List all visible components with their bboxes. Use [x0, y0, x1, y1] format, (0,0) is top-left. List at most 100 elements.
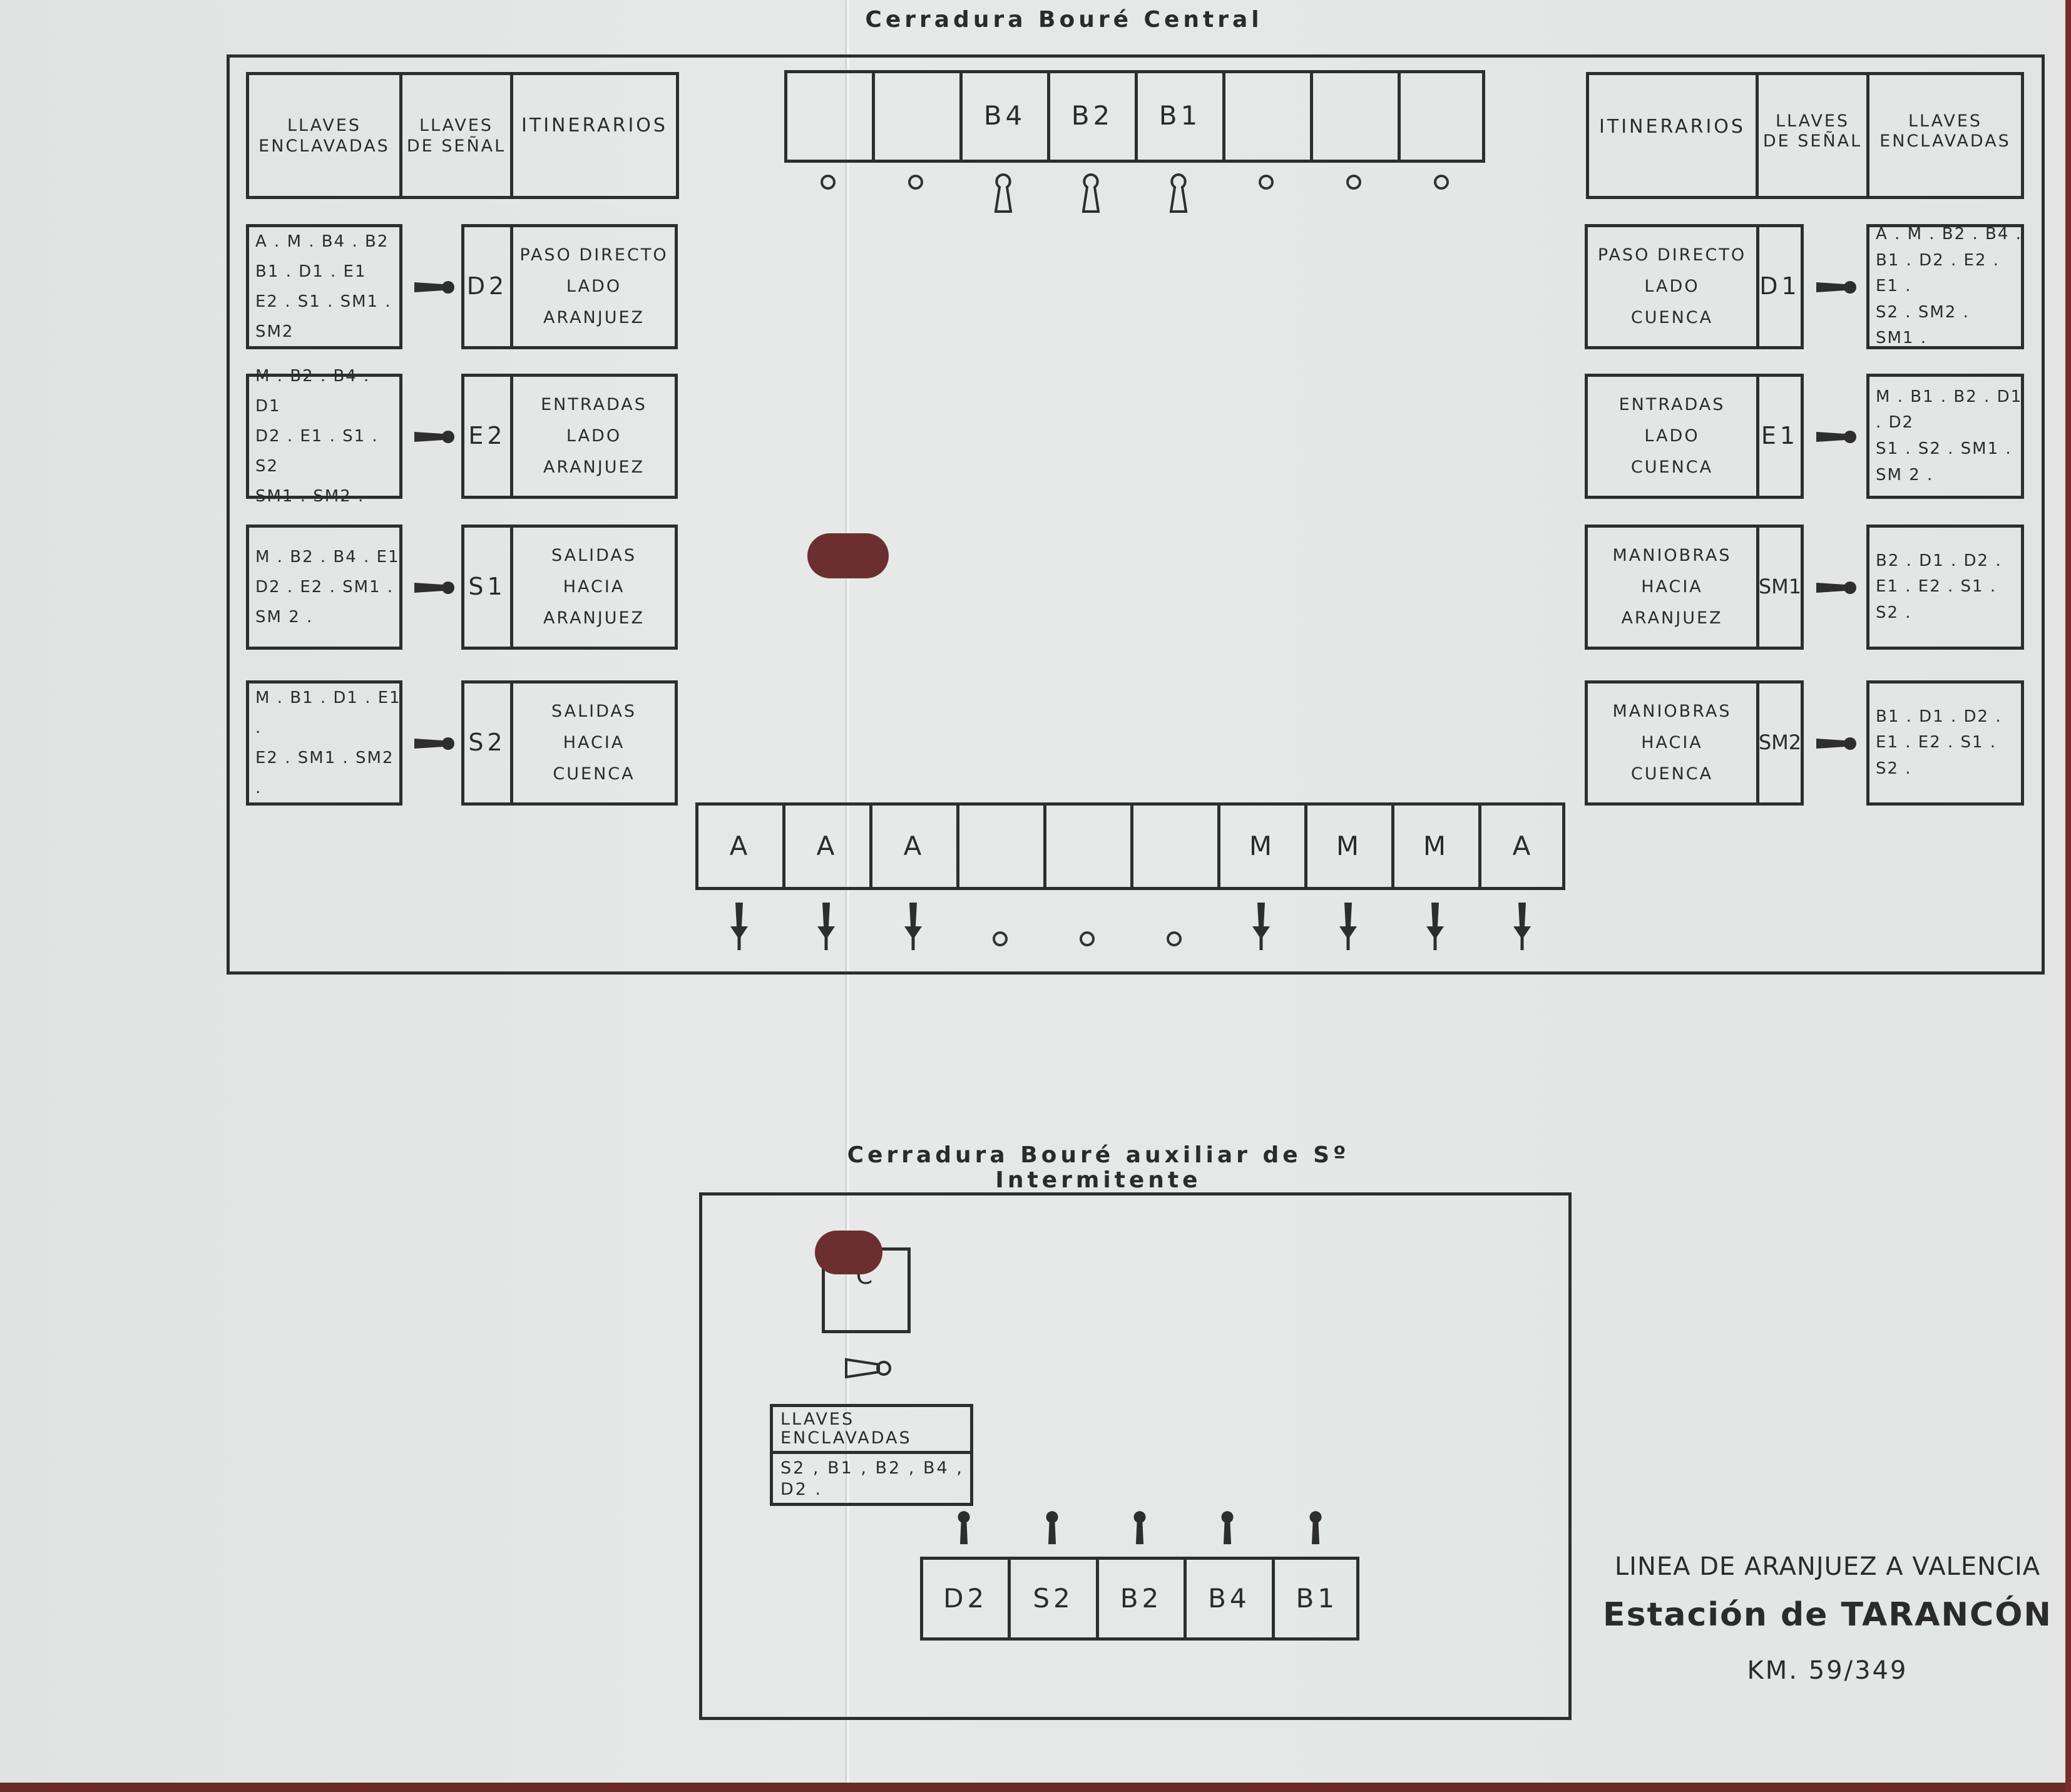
left-itinerary-divider	[510, 374, 513, 499]
top-slot-label	[1225, 73, 1310, 160]
left-itinerary-divider	[510, 224, 513, 349]
left-itinerary-box	[461, 374, 678, 499]
empty-slot-ring-icon	[1079, 931, 1095, 946]
right-itinerary-box	[1585, 680, 1804, 806]
empty-slot-ring-icon	[1434, 175, 1449, 190]
right-itinerary-box	[1585, 374, 1804, 499]
right-enclavadas-box	[1866, 525, 2024, 650]
right-signal-key-label: E1	[1761, 422, 1799, 450]
top-plate-divider	[872, 70, 875, 163]
left-signal-key-label: E2	[468, 422, 506, 450]
bottom-slot-label: M	[1249, 831, 1276, 861]
background-edge-right	[2065, 0, 2071, 1792]
right-itinerary-divider	[1756, 374, 1759, 499]
right-itinerary-box	[1585, 525, 1804, 650]
bottom-plate-divider	[1130, 802, 1133, 890]
bottom-slot-label: A	[903, 831, 926, 861]
top-plate-divider	[1310, 70, 1313, 163]
left-enclavadas-text: M . B2 . B4 . E1 D2 . E2 . SM1 . SM 2 .	[255, 547, 400, 627]
right-enclavadas-box	[1866, 224, 2024, 349]
keyhole-icon	[994, 173, 1013, 213]
left-enclavadas-text: M . B1 . D1 . E1 . E2 . SM1 . SM2 .	[255, 688, 401, 798]
top-plate-divider	[1222, 70, 1225, 163]
keyhole-icon	[1169, 173, 1188, 213]
auxiliar-lock-title: Cerradura Bouré auxiliar de Sº Intermite…	[847, 1142, 1350, 1193]
right-itinerary-label: MANIOBRAS HACIA ARANJUEZ	[1612, 546, 1732, 628]
aux-keyhole-icon	[958, 1511, 970, 1545]
top-plate-divider	[1398, 70, 1401, 163]
km-label: KM. 59/349	[1747, 1656, 1908, 1685]
left-itinerary-box	[461, 680, 678, 806]
right-enclavadas-text: B1 . D1 . D2 . E1 . E2 . S1 . S2 .	[1876, 707, 2002, 778]
aux-slot-label: B4	[1208, 1582, 1250, 1614]
right-enclavadas-text: A . M . B2 . B4 . B1 . D2 . E2 . E1 . S2…	[1876, 225, 2022, 348]
left-enclavadas-box	[246, 525, 402, 650]
top-slot-label	[787, 73, 872, 160]
auxiliar-enclavadas-table	[770, 1404, 973, 1506]
top-plate-divider	[1135, 70, 1138, 163]
c-key-icon	[845, 1358, 891, 1379]
inserted-key-icon	[1513, 903, 1531, 950]
aux-plate-divider	[1095, 1557, 1099, 1641]
right-enclavadas-box	[1866, 680, 2024, 806]
aux-keyhole-icon	[1133, 1511, 1146, 1545]
right-header-table	[1586, 72, 2024, 199]
bottom-plate-divider	[1478, 802, 1481, 890]
aux-keyhole-icon	[1046, 1511, 1058, 1545]
left-signal-key-label: S1	[468, 573, 506, 601]
inserted-key-icon	[1339, 903, 1357, 950]
inserted-key-icon	[817, 903, 835, 950]
left-itinerary-box	[461, 224, 678, 349]
empty-slot-ring-icon	[908, 175, 923, 190]
side-key-icon	[1816, 281, 1856, 294]
left-header-divider-2	[510, 72, 513, 199]
side-key-icon	[1816, 431, 1856, 443]
keyhole-icon	[1082, 173, 1100, 213]
right-itinerary-label: PASO DIRECTO LADO CUENCA	[1597, 245, 1747, 327]
central-lock-frame	[227, 54, 2045, 975]
inserted-key-icon	[1252, 903, 1270, 950]
top-slot-label	[1401, 73, 1485, 160]
left-enclavadas-box	[246, 224, 402, 349]
bottom-slot-label	[1046, 806, 1130, 887]
aux-plate-divider	[1271, 1557, 1275, 1641]
right-enclavadas-box	[1866, 374, 2024, 499]
right-header-enclavadas: LLAVES ENCLAVADAS	[1879, 111, 2011, 151]
empty-slot-ring-icon	[1166, 931, 1182, 946]
right-itinerary-label: MANIOBRAS HACIA CUENCA	[1612, 702, 1732, 784]
side-key-icon	[1816, 737, 1856, 750]
left-header-senal: LLAVES DE SEÑAL	[406, 116, 506, 156]
empty-slot-ring-icon	[992, 931, 1008, 946]
aux-keyhole-icon	[1309, 1511, 1322, 1545]
central-lock-title: Cerradura Bouré Central	[865, 7, 1263, 33]
station-name: Estación de TARANCÓN	[1603, 1596, 2052, 1634]
bottom-plate-divider	[956, 802, 959, 890]
right-signal-key-label: SM2	[1758, 730, 1802, 755]
right-enclavadas-text: B2 . D1 . D2 . E1 . E2 . S1 . S2 .	[1876, 551, 2002, 622]
bottom-slot-label	[959, 806, 1043, 887]
bottom-slot-label: A	[816, 831, 839, 861]
left-itinerary-box	[461, 525, 678, 650]
top-plate-divider	[1047, 70, 1050, 163]
inserted-key-icon	[730, 903, 748, 950]
bottom-slot-label: M	[1336, 831, 1363, 861]
left-signal-key-label: S2	[468, 729, 506, 757]
side-key-icon	[414, 431, 454, 443]
right-header-senal: LLAVES DE SEÑAL	[1762, 111, 1863, 151]
right-signal-key-label: D1	[1759, 272, 1801, 300]
top-slot-label: B1	[1158, 100, 1202, 131]
line-label: LINEA DE ARANJUEZ A VALENCIA	[1614, 1552, 2041, 1581]
left-header-table	[246, 72, 679, 199]
bottom-slot-label: M	[1423, 831, 1450, 861]
top-slot-label: B2	[1071, 100, 1114, 131]
auxiliar-key-plate	[920, 1557, 1359, 1641]
background-edge-bottom	[0, 1783, 2071, 1792]
right-itinerary-box	[1585, 224, 1804, 349]
side-key-icon	[1816, 581, 1856, 594]
paper-fold-crease	[847, 0, 849, 1792]
paper-hole	[807, 533, 889, 578]
top-slot-label	[875, 73, 959, 160]
left-enclavadas-box	[246, 680, 402, 806]
left-itinerary-divider	[510, 680, 513, 806]
auxiliar-enclavadas-values: S2 , B1 , B2 , B4 , D2 .	[780, 1458, 964, 1499]
